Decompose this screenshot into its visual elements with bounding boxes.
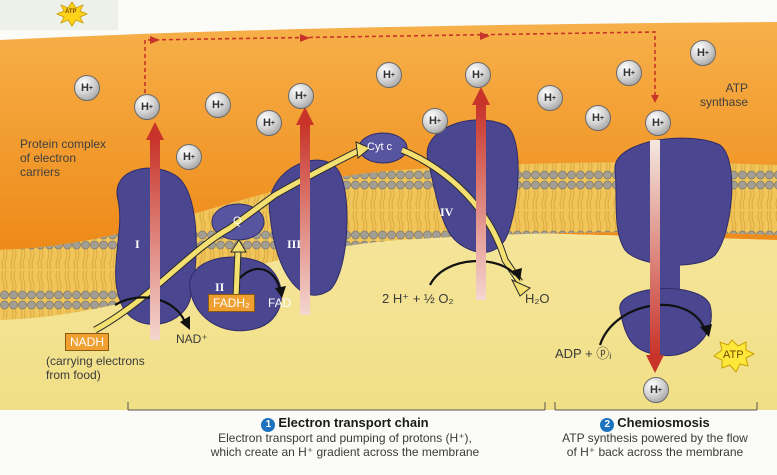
h-ion: H+ [537, 85, 563, 111]
electron-path-1 [93, 147, 362, 333]
fad-label: FAD [268, 296, 292, 310]
h-ion: H+ [645, 110, 671, 136]
proton-flow-arrow [650, 140, 660, 355]
proton-pump-arrow-i [150, 140, 160, 340]
fadh2-tag: FADH₂ [208, 294, 255, 312]
h-ion: H+ [134, 94, 160, 120]
step-1-badge: 1 [261, 418, 276, 432]
step-2-badge: 2 [600, 418, 615, 432]
q-label: Q [233, 215, 242, 227]
nad-plus-label: NAD⁺ [176, 332, 208, 346]
water-formation-arrow [429, 259, 516, 286]
oxygen-reaction-label: 2 H⁺ + ½ O₂ [382, 291, 454, 306]
atp-synthase-protein [614, 137, 733, 266]
complex-iii-label: III [287, 237, 302, 251]
h-ion: H+ [585, 105, 611, 131]
proton-return-path [144, 31, 656, 100]
water-label: H₂O [525, 291, 550, 306]
h-ion: H+ [74, 75, 100, 101]
h-ion: H+ [288, 83, 314, 109]
adp-pi-label: ADP + ⓟᵢ [555, 346, 612, 361]
proton-pump-arrow-iii [300, 125, 310, 315]
proton-pump-arrow-iv [476, 105, 486, 300]
cyt-c-label: Cyt c [367, 141, 393, 153]
nadh-tag: NADH [65, 333, 110, 351]
atp-badge-label: ATP [65, 9, 77, 15]
h-ion: H+ [616, 60, 642, 86]
complex-ii-label: II [215, 280, 225, 294]
h-ion: H+ [176, 144, 202, 170]
electron-path-2 [401, 147, 523, 284]
complex-iv-protein [426, 119, 519, 253]
fadh2-oxidation-arrow [239, 268, 282, 291]
h-ion: H+ [690, 40, 716, 66]
h-ion: H+ [643, 377, 669, 403]
complex-iv-label: IV [440, 205, 454, 219]
atp-synthase-label: ATP synthase [700, 81, 749, 109]
atp-label: ATP [723, 349, 744, 361]
chemiosmosis-description: ATP synthesis powered by the flow of H⁺ … [562, 431, 748, 459]
atp-starburst-icon [713, 339, 756, 373]
h-ion: H+ [376, 62, 402, 88]
carrying-electrons-label: (carrying electrons from food) [46, 354, 145, 382]
complex-i-label: I [135, 237, 140, 251]
h-ion: H+ [465, 62, 491, 88]
etc-description: Electron transport and pumping of proton… [210, 431, 480, 459]
electron-path-fadh2 [233, 249, 241, 299]
h-ion: H+ [256, 110, 282, 136]
atp-badge-icon [55, 1, 89, 27]
h-ion: H+ [205, 92, 231, 118]
protein-complex-label: Protein complex of electron carriers [20, 137, 107, 179]
h-ion: H+ [422, 108, 448, 134]
